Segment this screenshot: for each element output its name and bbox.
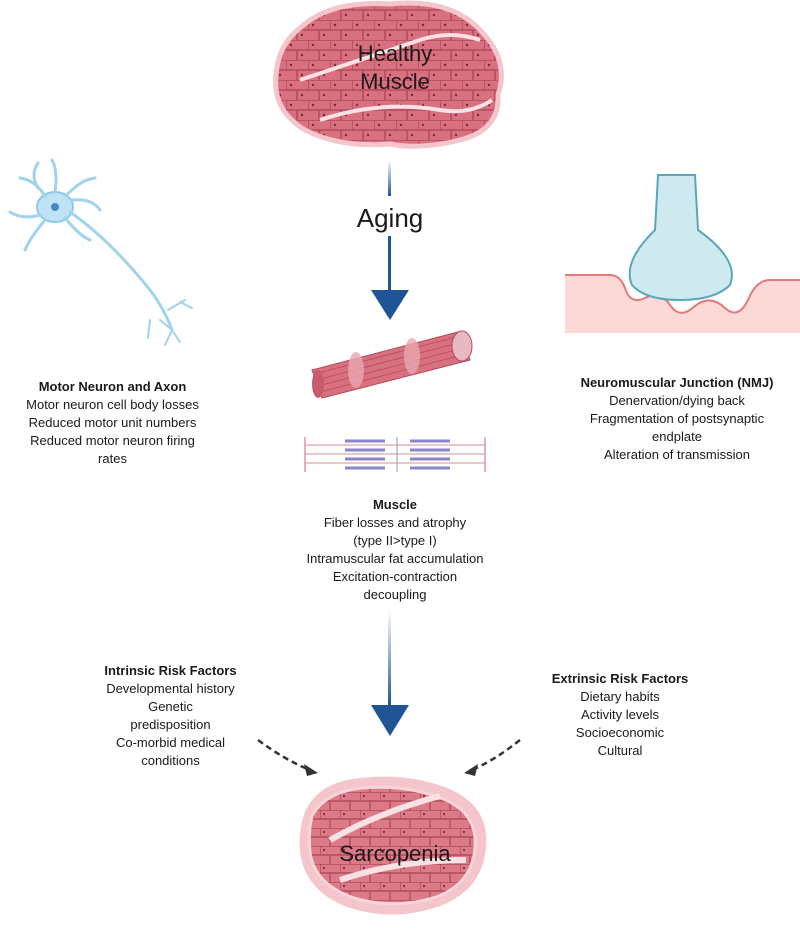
intrinsic-line: conditions bbox=[141, 753, 200, 768]
intrinsic-line: Co-morbid medical bbox=[115, 735, 226, 750]
muscle-line: decoupling bbox=[363, 587, 427, 602]
healthy-muscle-title: Healthy Muscle bbox=[320, 40, 470, 96]
sarcopenia-title: Sarcopenia bbox=[339, 841, 451, 866]
nmj-line: Fragmentation of postsynaptic bbox=[589, 411, 765, 426]
extrinsic-line: Dietary habits bbox=[580, 689, 660, 704]
healthy-muscle-title-line1: Healthy bbox=[357, 41, 433, 66]
nmj-block: Neuromuscular Junction (NMJ) Denervation… bbox=[562, 374, 792, 464]
nmj-line: Alteration of transmission bbox=[604, 447, 750, 462]
extrinsic-line: Activity levels bbox=[580, 707, 660, 722]
nmj-line: Denervation/dying back bbox=[609, 393, 745, 408]
sarcopenia-arrow bbox=[371, 610, 409, 736]
intrinsic-line: Genetic bbox=[148, 699, 193, 714]
aging-arrow bbox=[371, 160, 409, 320]
healthy-muscle-title-line2: Muscle bbox=[360, 69, 430, 94]
extrinsic-heading: Extrinsic Risk Factors bbox=[551, 671, 689, 686]
extrinsic-line: Socioeconomic bbox=[575, 725, 665, 740]
muscle-line: Excitation-contraction bbox=[332, 569, 458, 584]
motor-neuron-line: Motor neuron cell body losses bbox=[26, 397, 199, 412]
sarcomere-illustration bbox=[304, 437, 486, 472]
healthy-muscle-blob bbox=[273, 0, 504, 149]
intrinsic-heading: Intrinsic Risk Factors bbox=[104, 663, 237, 678]
nmj-line: endplate bbox=[652, 429, 702, 444]
motor-neuron-line: Reduced motor unit numbers bbox=[28, 415, 197, 430]
extrinsic-arrow-head bbox=[464, 764, 478, 776]
muscle-line: Fiber losses and atrophy bbox=[323, 515, 467, 530]
motor-neuron-heading: Motor Neuron and Axon bbox=[38, 379, 187, 394]
intrinsic-block: Intrinsic Risk Factors Developmental his… bbox=[78, 662, 263, 770]
aging-label: Aging bbox=[356, 203, 424, 233]
extrinsic-line: Cultural bbox=[597, 743, 643, 758]
motor-neuron-line: Reduced motor neuron firing bbox=[30, 433, 195, 448]
extrinsic-block: Extrinsic Risk Factors Dietary habits Ac… bbox=[530, 670, 710, 760]
muscle-fiber-illustration bbox=[311, 330, 473, 399]
muscle-heading: Muscle bbox=[372, 497, 418, 512]
nmj-illustration bbox=[565, 174, 800, 333]
muscle-line: Intramuscular fat accumulation bbox=[306, 551, 484, 566]
nmj-heading: Neuromuscular Junction (NMJ) bbox=[580, 375, 774, 390]
motor-neuron-line: rates bbox=[98, 451, 127, 466]
muscle-block: Muscle Fiber losses and atrophy (type II… bbox=[285, 496, 505, 604]
intrinsic-line: predisposition bbox=[130, 717, 211, 732]
motor-neuron-illustration bbox=[8, 158, 193, 346]
intrinsic-arrow-head bbox=[304, 764, 318, 776]
sarcopenia-muscle-blob bbox=[299, 776, 487, 915]
extrinsic-dashed-arrow bbox=[471, 739, 521, 772]
intrinsic-dashed-arrow bbox=[257, 738, 311, 772]
muscle-line: (type II>type I) bbox=[353, 533, 437, 548]
motor-neuron-block: Motor Neuron and Axon Motor neuron cell … bbox=[0, 378, 225, 468]
intrinsic-line: Developmental history bbox=[106, 681, 235, 696]
